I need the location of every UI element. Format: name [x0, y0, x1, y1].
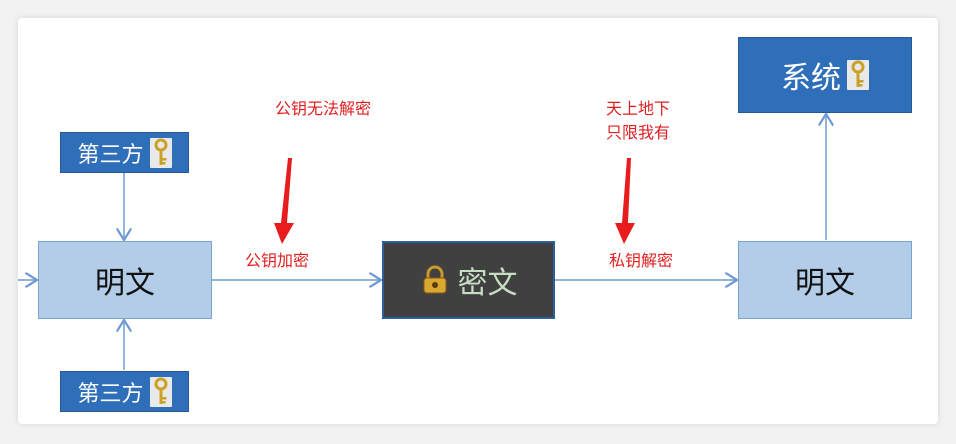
- label-public-key-encrypt: 公钥加密: [244, 251, 309, 270]
- label-only-i-have-line1: 天上地下: [605, 99, 670, 118]
- ciphertext-label: 密文: [457, 266, 518, 301]
- plaintext-right-box: 明文: [738, 241, 912, 319]
- third-party-bottom-box: 第三方: [60, 371, 189, 412]
- label-private-key-decrypt: 私钥解密: [608, 251, 673, 270]
- system-label: 系统: [781, 61, 841, 96]
- system-box: 系统: [738, 37, 912, 113]
- ciphertext-box: 密文: [382, 241, 555, 319]
- red-pointer-arrow-left: [274, 158, 294, 244]
- connector-layer: [18, 18, 938, 370]
- label-public-key-cannot-decrypt: 公钥无法解密: [274, 99, 371, 118]
- red-pointer-arrow-right: [615, 158, 635, 244]
- lock-icon: [420, 265, 450, 295]
- key-icon: [149, 376, 172, 407]
- diagram-canvas: 第三方 明文 第三方: [18, 18, 938, 424]
- third-party-bottom-label: 第三方: [77, 381, 144, 407]
- third-party-top-box: 第三方: [60, 132, 189, 173]
- plaintext-right-label: 明文: [795, 266, 855, 301]
- plaintext-left-label: 明文: [95, 266, 155, 301]
- third-party-top-label: 第三方: [77, 142, 144, 168]
- key-icon: [149, 137, 172, 168]
- key-icon: [847, 60, 869, 90]
- plaintext-left-box: 明文: [38, 241, 212, 319]
- label-only-i-have-line2: 只限我有: [605, 123, 670, 142]
